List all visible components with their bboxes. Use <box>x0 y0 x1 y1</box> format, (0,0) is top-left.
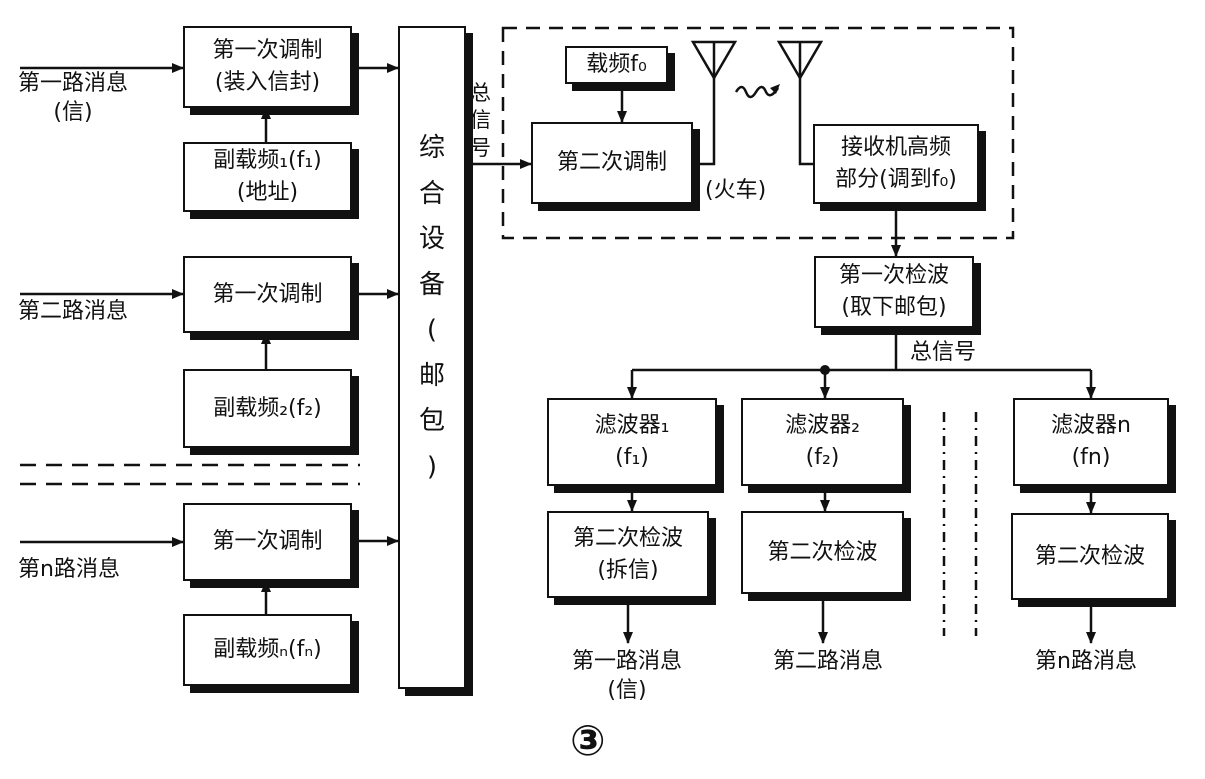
input-message-1-sub: (信) <box>53 99 93 125</box>
second-detection-box-n: 第二次检波 <box>1011 513 1169 600</box>
filter-n-label: 滤波器n <box>1051 413 1131 439</box>
combiner-label: 综 合 设 备 ( 邮 包 ) <box>419 126 445 490</box>
output-message-2-text: 第二路消息 <box>772 649 883 674</box>
receiver-label: 接收机高频 <box>840 135 951 161</box>
first-modulation-1-note: (装入信封) <box>214 70 321 95</box>
receiver-note: 部分(调到f₀) <box>835 167 957 192</box>
subcarrier-box-1: 副载频₁(f₁) (地址) <box>183 142 352 212</box>
output-message-2: 第二路消息 <box>733 648 923 677</box>
subcarrier-2-label: 副载频₂(f₂) <box>213 395 322 421</box>
tx-antenna-feed <box>693 75 716 166</box>
subcarrier-1-note: (地址) <box>236 180 299 205</box>
total-signal-char: 总 <box>470 81 491 105</box>
radio-link-dashed-boundary <box>501 26 1015 240</box>
output-message-n-text: 第n路消息 <box>1035 649 1137 674</box>
input-message-1-text: 第一路消息 <box>18 71 129 96</box>
filter-2-label: 滤波器₂ <box>785 413 860 439</box>
first-modulation-1-label: 第一次调制 <box>212 38 323 64</box>
receiver-hf-box: 接收机高频 部分(调到f₀) <box>813 124 979 204</box>
first-detection-note: (取下邮包) <box>841 295 947 320</box>
combiner-char: 综 <box>418 133 445 163</box>
first-detection-box: 第一次检波 (取下邮包) <box>814 256 974 328</box>
combiner-char: 设 <box>418 224 445 254</box>
output-message-n: 第n路消息 <box>996 648 1176 677</box>
first-modulation-n-label: 第一次调制 <box>212 529 323 555</box>
second-detection-box-2: 第二次检波 <box>741 511 904 594</box>
second-detection-1-label: 第二次检波 <box>572 525 683 551</box>
figure-number: ③ <box>570 716 606 765</box>
filter-box-1: 滤波器₁ (f₁) <box>547 398 717 486</box>
first-modulation-2-label: 第一次调制 <box>212 281 323 307</box>
subcarrier-n-label: 副载频ₙ(fₙ) <box>213 637 322 663</box>
filter-box-n: 滤波器n (fn) <box>1013 398 1169 486</box>
total-signal-in-label: 总 信 号 <box>470 80 491 162</box>
output-message-1-text: 第一路消息 <box>571 649 682 674</box>
combiner-char: 邮 <box>418 360 445 391</box>
subcarrier-1-label: 副载频₁(f₁) <box>213 148 322 174</box>
combiner-char: ( <box>426 315 438 345</box>
second-modulation-box: 第二次调制 <box>531 122 693 204</box>
second-detection-n-label: 第二次检波 <box>1034 543 1145 569</box>
subcarrier-box-2: 副载频₂(f₂) <box>183 369 352 448</box>
combiner-char: 合 <box>418 178 445 209</box>
filter-1-freq: (f₁) <box>615 445 649 470</box>
total-signal-char: 信 <box>470 108 491 133</box>
total-signal-out-label: 总信号 <box>910 340 977 365</box>
filter-box-2: 滤波器₂ (f₂) <box>741 398 904 486</box>
second-modulation-label: 第二次调制 <box>556 150 667 176</box>
input-message-n: 第n路消息 <box>18 557 120 582</box>
filter-2-freq: (f₂) <box>805 445 840 470</box>
filter-1-label: 滤波器₁ <box>594 413 670 439</box>
input-message-1: 第一路消息 (信) <box>18 70 128 127</box>
carrier-box: 载频f₀ <box>565 46 668 84</box>
combiner-char: ) <box>426 451 438 482</box>
first-modulation-box-1: 第一次调制 (装入信封) <box>183 26 352 108</box>
combiner-box: 综 合 设 备 ( 邮 包 ) <box>398 26 466 689</box>
first-modulation-box-2: 第一次调制 <box>183 256 352 333</box>
rx-antenna-feed <box>798 75 813 166</box>
output-message-1: 第一路消息 (信) <box>532 648 722 705</box>
input-message-2: 第二路消息 <box>18 299 129 324</box>
second-detection-2-label: 第二次检波 <box>767 539 878 565</box>
second-detection-1-note: (拆信) <box>597 557 659 583</box>
output-message-1-sub: (信) <box>607 677 647 703</box>
carrier-label: 载频f₀ <box>586 52 647 78</box>
first-modulation-box-n: 第一次调制 <box>183 503 352 581</box>
combiner-char: 包 <box>418 406 445 436</box>
first-detection-label: 第一次检波 <box>838 263 949 289</box>
subcarrier-box-n: 副载频ₙ(fₙ) <box>183 614 352 686</box>
bus-junction-dot <box>820 365 830 375</box>
radio-wave-icon <box>734 85 780 99</box>
filter-n-freq: (fn) <box>1071 445 1111 470</box>
train-label: (火车) <box>705 178 767 203</box>
combiner-char: 备 <box>418 269 445 300</box>
total-signal-char: 号 <box>470 135 491 160</box>
second-detection-box-1: 第二次检波 (拆信) <box>547 511 709 598</box>
